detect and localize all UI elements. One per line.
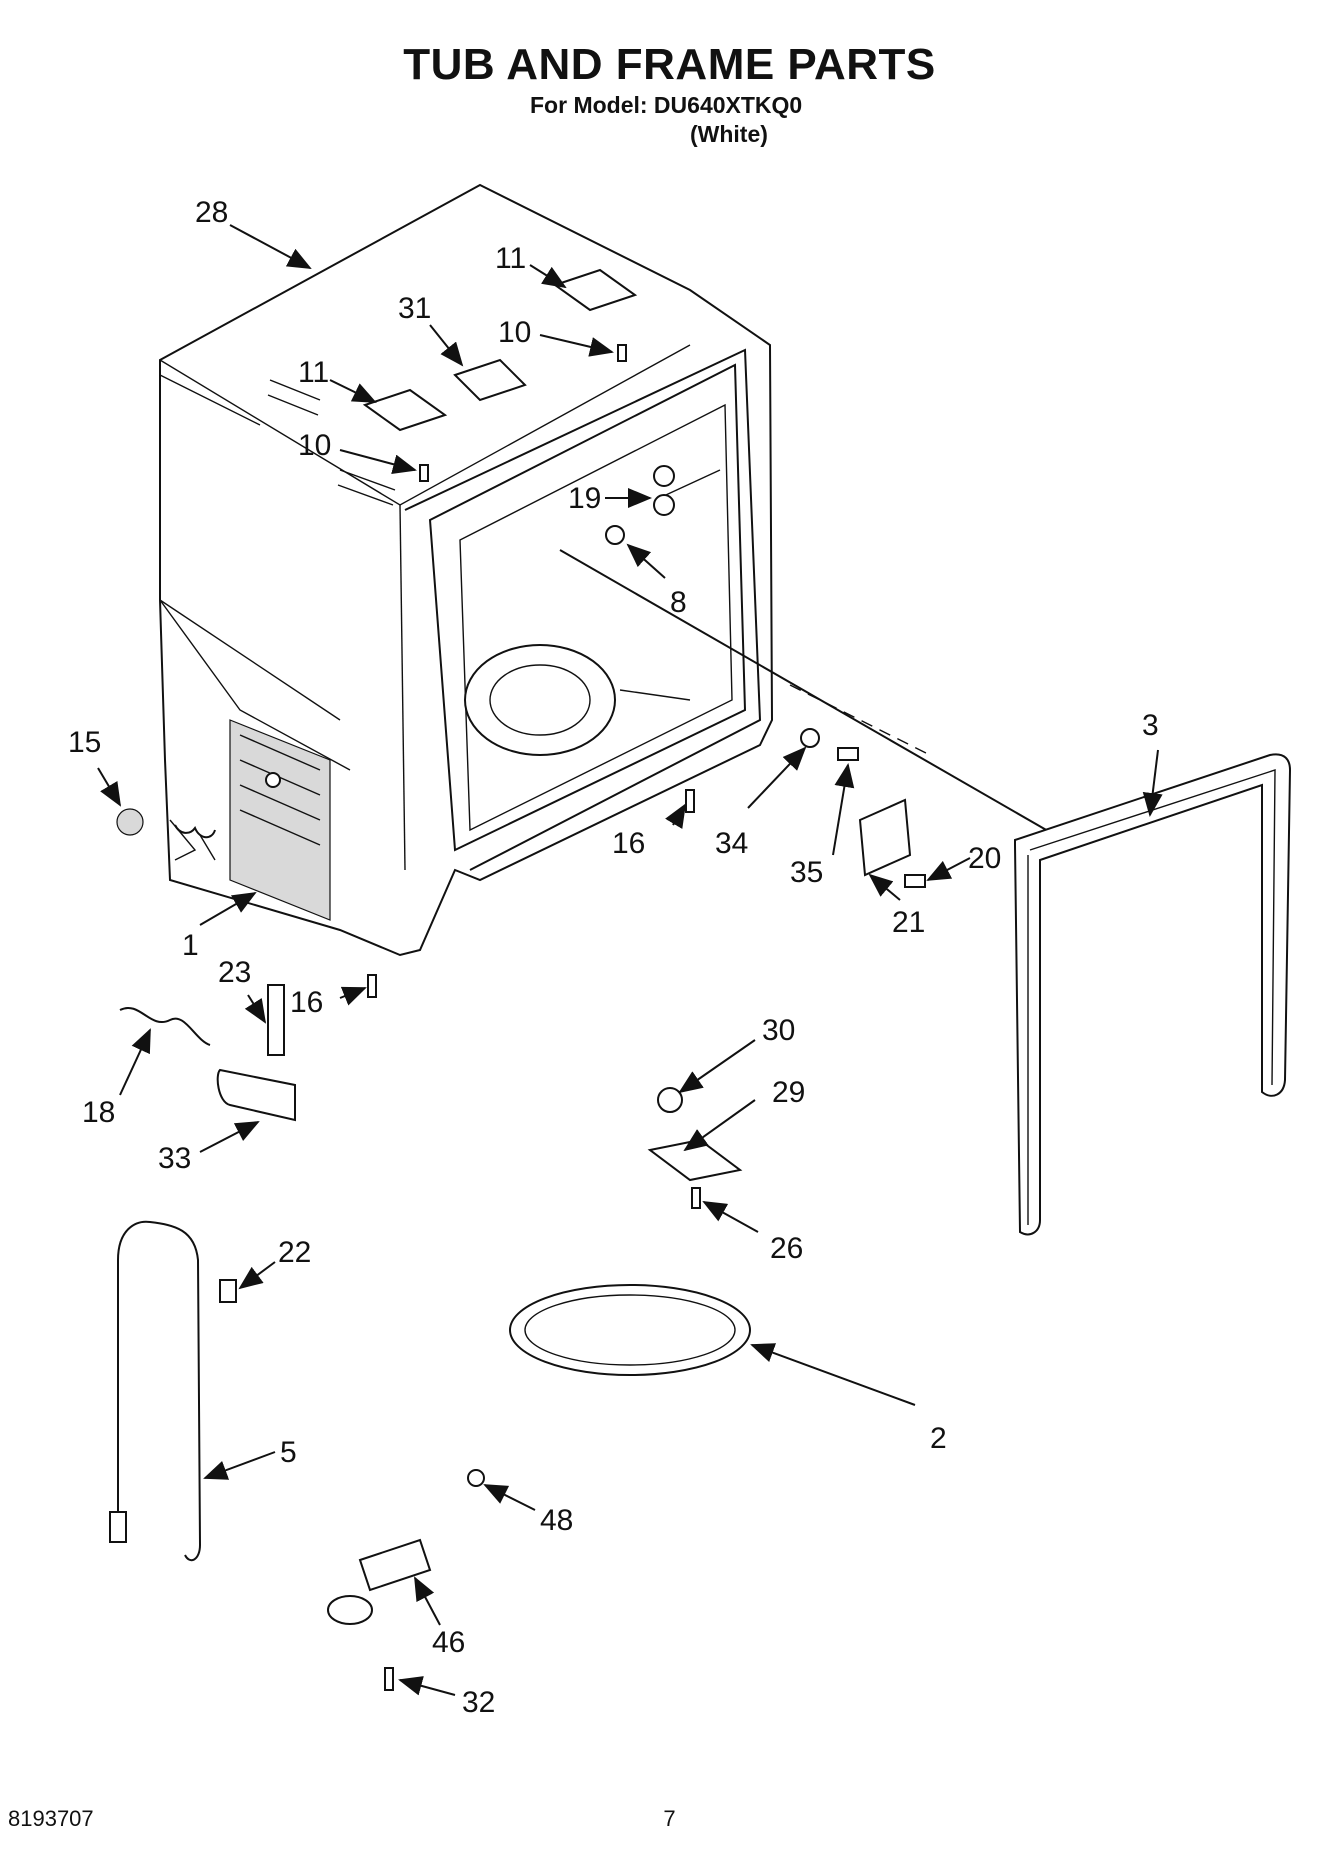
callout-2: 2 bbox=[930, 1422, 947, 1455]
callout-5: 5 bbox=[280, 1436, 297, 1469]
callout-15: 15 bbox=[68, 726, 101, 759]
bracket-21 bbox=[858, 798, 912, 877]
strip-23 bbox=[267, 984, 285, 1056]
callout-35: 35 bbox=[790, 856, 823, 889]
roller-19-a bbox=[653, 465, 675, 487]
callout-19: 19 bbox=[568, 482, 601, 515]
thermostat-30 bbox=[657, 1087, 683, 1113]
door-gasket bbox=[1014, 753, 1292, 1236]
callout-26: 26 bbox=[770, 1232, 803, 1265]
hinge-bracket-top bbox=[552, 268, 638, 312]
callout-10-left: 10 bbox=[298, 429, 331, 462]
callout-31: 31 bbox=[398, 292, 431, 325]
bracket-29 bbox=[647, 1138, 743, 1182]
callout-48: 48 bbox=[540, 1504, 573, 1537]
callout-16-lower: 16 bbox=[290, 986, 323, 1019]
clip-31 bbox=[453, 358, 527, 402]
screw-10-top bbox=[617, 344, 627, 362]
callout-20: 20 bbox=[968, 842, 1001, 875]
callout-16-upper: 16 bbox=[612, 827, 645, 860]
hinge-bracket-left bbox=[362, 388, 448, 432]
spring-18 bbox=[119, 1007, 211, 1046]
callout-11-left: 11 bbox=[298, 356, 329, 389]
spring-48 bbox=[467, 1469, 485, 1487]
callout-23: 23 bbox=[218, 956, 251, 989]
callout-29: 29 bbox=[772, 1076, 805, 1109]
ring-2 bbox=[509, 1284, 751, 1376]
document-number: 8193707 bbox=[8, 1806, 94, 1831]
callout-1: 1 bbox=[182, 929, 199, 962]
color-variant: (White) bbox=[690, 121, 768, 147]
screw-10-left bbox=[419, 464, 429, 482]
callout-numbers: 28 11 31 10 11 10 19 8 15 3 16 34 20 35 … bbox=[68, 196, 1159, 1719]
callout-28: 28 bbox=[195, 196, 228, 229]
roller-19-b bbox=[653, 494, 675, 516]
screw-16-upper bbox=[685, 789, 695, 813]
screw-26 bbox=[691, 1187, 701, 1209]
dashed-alignment bbox=[789, 684, 931, 756]
screw-32 bbox=[384, 1667, 394, 1691]
model-line: For Model: DU640XTKQ0 bbox=[530, 92, 803, 118]
callout-34: 34 bbox=[715, 827, 748, 860]
page-title: TUB AND FRAME PARTS bbox=[403, 40, 936, 89]
callout-8: 8 bbox=[670, 586, 687, 619]
callout-10-top: 10 bbox=[498, 316, 531, 349]
screw-16-lower bbox=[367, 974, 377, 998]
screw-8 bbox=[605, 525, 625, 545]
hose-5 bbox=[117, 1220, 202, 1562]
washer-34 bbox=[800, 728, 820, 748]
callout-30: 30 bbox=[762, 1014, 795, 1047]
callout-18: 18 bbox=[82, 1096, 115, 1129]
page-number: 7 bbox=[663, 1806, 676, 1831]
callout-46: 46 bbox=[432, 1626, 465, 1659]
valve-46 bbox=[358, 1538, 432, 1592]
callout-21: 21 bbox=[892, 906, 925, 939]
callout-11-top: 11 bbox=[495, 242, 526, 275]
callout-33: 33 bbox=[158, 1142, 191, 1175]
tub-assembly bbox=[159, 183, 774, 957]
leader-arrows bbox=[97, 224, 1163, 1696]
callout-3: 3 bbox=[1142, 709, 1159, 742]
callout-32: 32 bbox=[462, 1686, 495, 1719]
clip-22 bbox=[219, 1279, 237, 1303]
nut-15 bbox=[116, 808, 144, 836]
pad-33 bbox=[216, 1068, 296, 1122]
screw-20 bbox=[904, 874, 926, 888]
alignment-line bbox=[559, 549, 1056, 836]
screw-35 bbox=[837, 747, 859, 761]
callout-22: 22 bbox=[278, 1236, 311, 1269]
